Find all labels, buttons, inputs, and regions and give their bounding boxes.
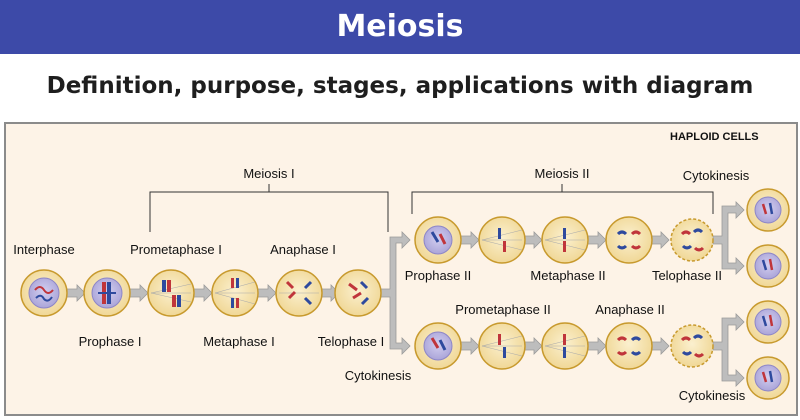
label-anaphase-1: Anaphase I (270, 242, 336, 257)
cell-anaphase-1 (275, 269, 323, 317)
label-prophase-1: Prophase I (79, 334, 142, 349)
cell-interphase (20, 269, 68, 317)
cell-telophase-2-top (670, 218, 714, 262)
meiosis-1-bracket (149, 184, 389, 232)
page-subtitle: Definition, purpose, stages, application… (46, 73, 754, 99)
haploid-cells-label: HAPLOID CELLS (670, 131, 759, 143)
label-prophase-2: Prophase II (405, 268, 472, 283)
arrows (66, 201, 745, 387)
label-prometaphase-1: Prometaphase I (130, 242, 222, 257)
cell-telophase-1 (334, 269, 382, 317)
meiosis-diagram-panel: HAPLOID CELLS Meiosis I Meiosis II (4, 122, 798, 416)
page-title: Meiosis (0, 0, 800, 54)
label-telophase-1: Telophase I (318, 334, 385, 349)
meiosis-diagram: HAPLOID CELLS Meiosis I Meiosis II (13, 131, 790, 403)
haploid-cell-4 (746, 356, 790, 400)
haploid-cell-3 (746, 300, 790, 344)
label-anaphase-2: Anaphase II (595, 302, 664, 317)
label-telophase-2: Telophase II (652, 268, 722, 283)
cell-metaphase-2-top-b (541, 216, 589, 264)
label-interphase: Interphase (13, 242, 74, 257)
label-cytokinesis-1: Cytokinesis (345, 368, 412, 383)
cell-anaphase-2-top (605, 216, 653, 264)
label-cytokinesis-2-bottom: Cytokinesis (679, 388, 746, 403)
cell-prophase-1 (83, 269, 131, 317)
label-metaphase-1: Metaphase I (203, 334, 275, 349)
cell-prometaphase-2-bottom (478, 322, 526, 370)
cell-metaphase-1 (211, 269, 259, 317)
cell-telophase-2-bottom (670, 324, 714, 368)
cell-metaphase-2-top-a (478, 216, 526, 264)
haploid-cell-2 (746, 244, 790, 288)
cell-prophase-2-bottom (414, 322, 462, 370)
meiosis-2-label: Meiosis II (535, 166, 590, 181)
cell-anaphase-2-bottom (605, 322, 653, 370)
label-prometaphase-2: Prometaphase II (455, 302, 550, 317)
cell-metaphase-2-bottom (541, 322, 589, 370)
meiosis-2-bracket (411, 184, 714, 214)
label-cytokinesis-2-top: Cytokinesis (683, 168, 750, 183)
haploid-cell-1 (746, 188, 790, 232)
cell-prophase-2-top (414, 216, 462, 264)
cell-prometaphase-1 (147, 269, 195, 317)
label-metaphase-2: Metaphase II (530, 268, 605, 283)
meiosis-1-label: Meiosis I (243, 166, 294, 181)
